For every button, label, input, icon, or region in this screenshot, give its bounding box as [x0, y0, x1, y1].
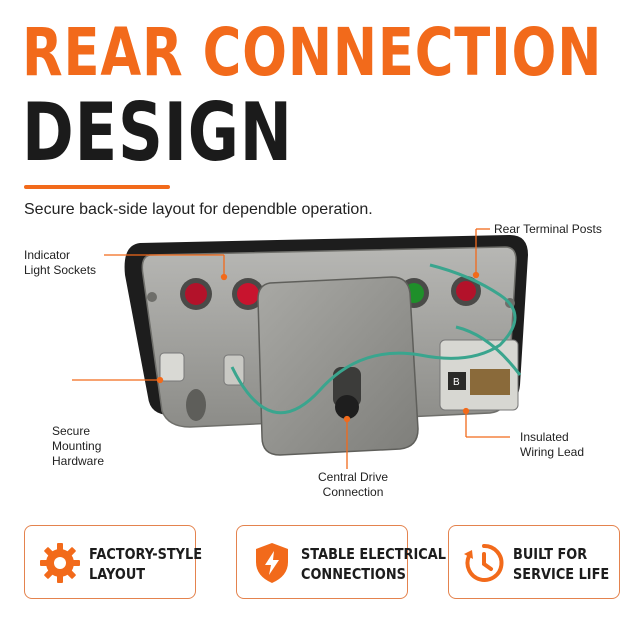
- svg-text:B: B: [453, 377, 460, 388]
- clock-arrow-icon: [464, 543, 504, 582]
- shield-bolt-icon: [256, 543, 288, 583]
- callout-rear-terminal-posts: Rear Terminal Posts: [494, 222, 602, 236]
- headline-line-1: REAR CONNECTION: [22, 14, 603, 91]
- central-drive-connector: [335, 395, 359, 419]
- mounting-stud: [159, 352, 185, 382]
- gauge-housing-illustration: B: [72, 228, 529, 469]
- headline-line-2: DESIGN: [22, 86, 293, 179]
- accent-rule: [24, 185, 170, 189]
- subtitle: Secure back-side layout for dependble op…: [24, 201, 373, 218]
- gear-icon: [40, 543, 80, 583]
